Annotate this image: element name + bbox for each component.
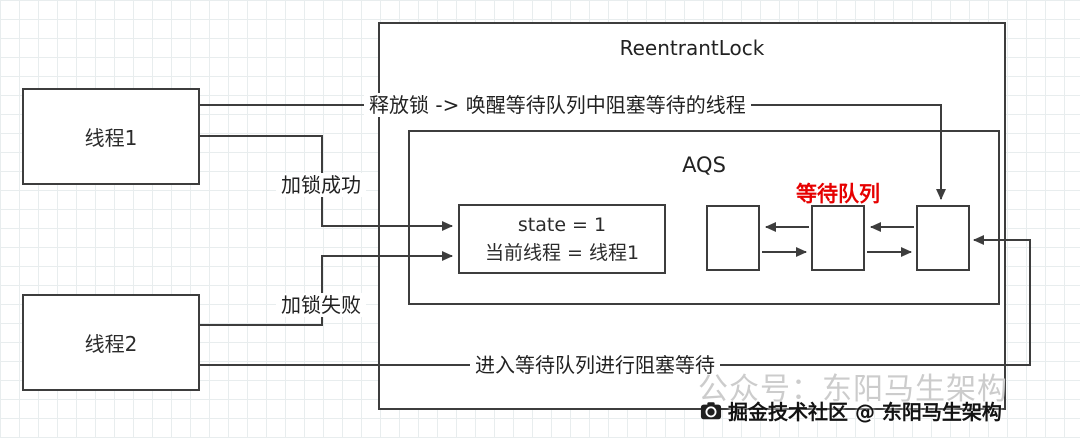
thread1-box: 线程1 [22,88,200,185]
state-box: state = 1 当前线程 = 线程1 [458,204,666,274]
release-lock-edge-label: 释放锁 -> 唤醒等待队列中阻塞等待的线程 [364,93,751,117]
watermark-text: 公众号：东阳马生架构 [698,372,1008,407]
current-thread-line: 当前线程 = 线程1 [484,242,640,264]
aqs-title: AQS [682,153,726,177]
thread2-label: 线程2 [84,332,138,356]
credit-line: 掘金技术社区 @ 东阳马生架构 [700,396,1002,425]
camera-icon [700,400,722,422]
enter-queue-edge-label: 进入等待队列进行阻塞等待 [470,353,720,377]
credit-text: 掘金技术社区 @ 东阳马生架构 [728,400,1002,424]
thread1-label: 线程1 [84,126,138,150]
queue-node-3 [916,205,970,271]
lock-fail-edge-label: 加锁失败 [276,293,366,317]
thread2-box: 线程2 [22,294,200,391]
wait-queue-label: 等待队列 [796,182,880,206]
reentrantlock-title: ReentrantLock [619,36,765,60]
lock-success-edge-label: 加锁成功 [276,173,366,197]
queue-node-2 [811,205,865,271]
state-value-line: state = 1 [517,214,607,236]
queue-node-1 [706,205,760,271]
